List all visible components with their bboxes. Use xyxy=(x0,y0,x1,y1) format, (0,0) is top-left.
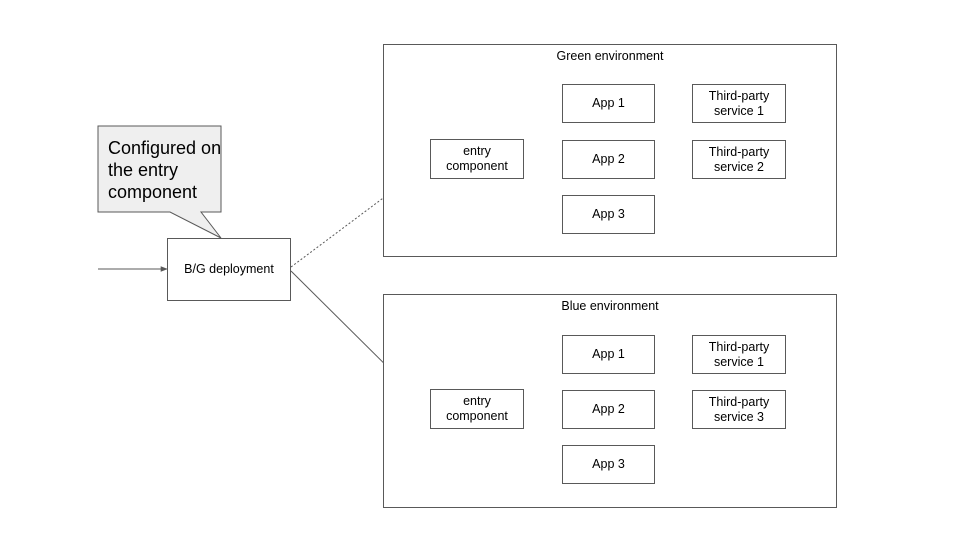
green-app-1[interactable]: App 1 xyxy=(562,84,655,123)
green-third-party-service-1[interactable]: Third-party service 1 xyxy=(692,84,786,123)
green-app-3[interactable]: App 3 xyxy=(562,195,655,234)
blue-service-3-label: Third-party service 3 xyxy=(708,394,770,424)
bg-deployment-box[interactable]: B/G deployment xyxy=(167,238,291,301)
blue-app-3[interactable]: App 3 xyxy=(562,445,655,484)
blue-service-1-label: Third-party service 1 xyxy=(708,339,770,369)
blue-app-2-label: App 2 xyxy=(592,402,625,416)
blue-entry-component[interactable]: entry component xyxy=(430,389,524,429)
blue-app-1-label: App 1 xyxy=(592,347,625,361)
blue-entry-label: entry component xyxy=(446,394,508,423)
green-service-2-label: Third-party service 2 xyxy=(708,144,770,174)
blue-app-1[interactable]: App 1 xyxy=(562,335,655,374)
green-environment-title: Green environment xyxy=(556,49,664,63)
green-entry-component[interactable]: entry component xyxy=(430,139,524,179)
callout-bubble xyxy=(97,125,222,239)
callout-text: Configured on the entry component xyxy=(108,138,222,202)
blue-app-3-label: App 3 xyxy=(592,457,625,471)
blue-third-party-service-3[interactable]: Third-party service 3 xyxy=(692,390,786,429)
green-third-party-service-2[interactable]: Third-party service 2 xyxy=(692,140,786,179)
blue-third-party-service-1[interactable]: Third-party service 1 xyxy=(692,335,786,374)
green-app-1-label: App 1 xyxy=(592,96,625,110)
green-app-3-label: App 3 xyxy=(592,207,625,221)
green-app-2[interactable]: App 2 xyxy=(562,140,655,179)
green-entry-label: entry component xyxy=(446,144,508,173)
blue-environment-title: Blue environment xyxy=(561,299,659,313)
bg-deployment-label: B/G deployment xyxy=(184,262,274,276)
blue-app-2[interactable]: App 2 xyxy=(562,390,655,429)
green-service-1-label: Third-party service 1 xyxy=(708,88,770,118)
green-app-2-label: App 2 xyxy=(592,152,625,166)
